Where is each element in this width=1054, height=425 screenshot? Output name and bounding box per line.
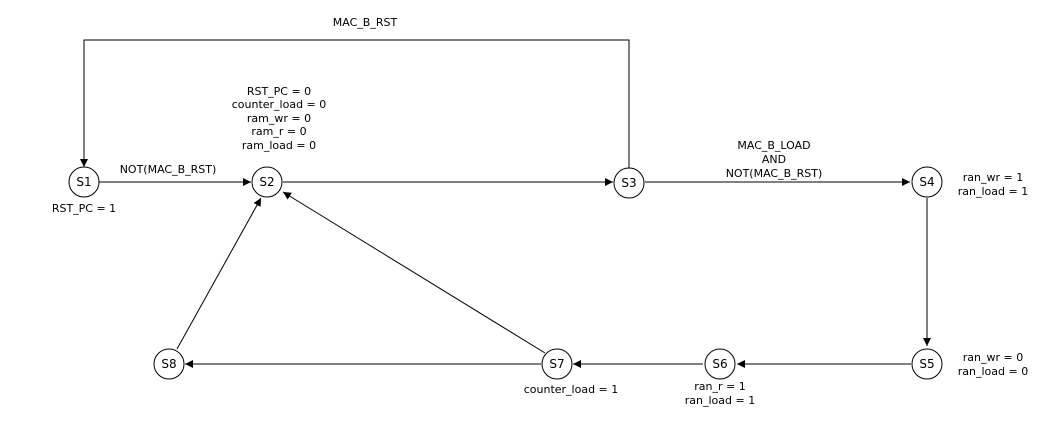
state-s7-label: S7	[549, 357, 564, 371]
transition-s3-s4-line-2: AND	[762, 153, 786, 166]
output-s7-line-1: counter_load = 1	[524, 383, 619, 396]
state-s7: S7	[541, 348, 573, 380]
output-s6-line-2: ran_load = 1	[685, 394, 755, 407]
transition-s1-s2-label: NOT(MAC_B_RST)	[120, 163, 217, 176]
output-s2-line-1: RST_PC = 0	[247, 85, 311, 98]
transition-s3-s4-line-3: NOT(MAC_B_RST)	[726, 167, 823, 180]
state-s2: S2	[251, 166, 283, 198]
state-s4-label: S4	[919, 175, 934, 189]
output-s2-line-3: ram_wr = 0	[247, 112, 311, 125]
transition-s3-s1-label: MAC_B_RST	[333, 16, 398, 29]
state-s5: S5	[911, 348, 943, 380]
state-s6-label: S6	[712, 357, 727, 371]
state-s4: S4	[911, 166, 943, 198]
output-s5-line-2: ran_load = 0	[958, 365, 1028, 378]
output-s2-line-4: ram_r = 0	[251, 125, 306, 138]
state-s8-label: S8	[161, 357, 176, 371]
state-s3-label: S3	[621, 176, 636, 190]
state-s3: S3	[613, 167, 645, 199]
output-s1-line-1: RST_PC = 1	[52, 202, 116, 215]
output-s4-line-1: ran_wr = 1	[963, 171, 1023, 184]
edge-s7-to-s2	[282, 191, 546, 354]
state-s6: S6	[704, 348, 736, 380]
state-s1-label: S1	[76, 175, 91, 189]
output-s2-line-2: counter_load = 0	[232, 98, 327, 111]
state-s5-label: S5	[919, 357, 934, 371]
output-s6-line-1: ran_r = 1	[694, 380, 745, 393]
edge-s8-to-s2	[176, 197, 262, 350]
output-s2-line-5: ram_load = 0	[242, 139, 316, 152]
state-s1: S1	[68, 166, 100, 198]
output-s5-line-1: ran_wr = 0	[963, 351, 1023, 364]
state-s8: S8	[153, 348, 185, 380]
edge-s3-to-s1	[80, 39, 630, 168]
output-s4-line-2: ran_load = 1	[958, 185, 1028, 198]
transition-s3-s4-line-1: MAC_B_LOAD	[737, 139, 810, 152]
state-s2-label: S2	[259, 175, 274, 189]
